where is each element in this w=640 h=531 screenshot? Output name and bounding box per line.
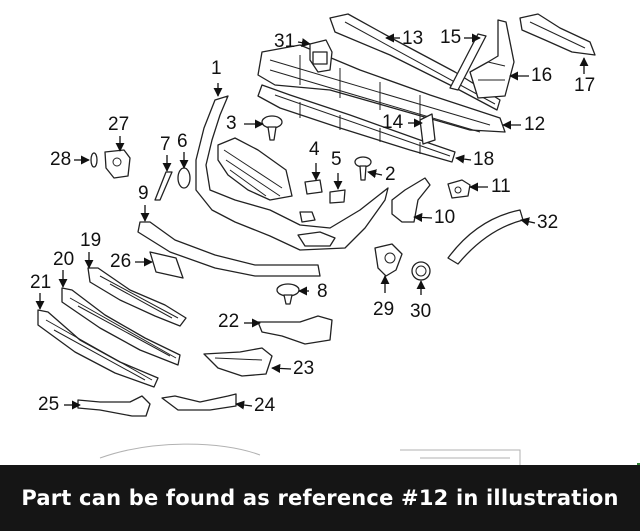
callout-32: 32 [537, 212, 558, 233]
part-29-sensor [374, 243, 403, 277]
callout-20: 20 [53, 249, 74, 270]
part-26-pad [149, 251, 184, 279]
callout-26: 26 [110, 251, 131, 272]
leader-lines [35, 33, 589, 410]
callout-18: 18 [473, 149, 494, 170]
callout-15: 15 [440, 27, 461, 48]
callout-24: 24 [254, 395, 276, 416]
callout-17: 17 [574, 75, 595, 96]
part-7-strip [154, 171, 173, 201]
part-23-trim [203, 347, 273, 377]
caption-bar: Part can be found as reference #12 in il… [0, 465, 640, 531]
caption-text: Part can be found as reference #12 in il… [21, 486, 619, 510]
part-27-sensor-housing [104, 149, 131, 179]
callout-23: 23 [293, 358, 314, 379]
part-18-absorber [257, 84, 456, 163]
callout-8: 8 [317, 281, 328, 302]
callout-21: 21 [30, 272, 51, 293]
callout-labels: 1 2 3 4 5 6 7 8 9 10 11 12 13 14 15 16 1… [30, 27, 595, 416]
part-16-mount-bracket [469, 19, 515, 99]
part-14-bracket [419, 113, 436, 145]
part-24-trim-strip [161, 393, 237, 411]
partial-artwork [99, 443, 521, 465]
callout-29: 29 [373, 299, 394, 320]
callout-22: 22 [218, 311, 239, 332]
part-1-bumper-cover [195, 95, 389, 251]
callout-14: 14 [382, 112, 404, 133]
part-15-rod [449, 33, 487, 91]
callout-30: 30 [410, 301, 431, 322]
part-2-screw [354, 156, 372, 181]
parts-diagram: 1 2 3 4 5 6 7 8 9 10 11 12 13 14 15 16 1… [30, 13, 596, 465]
callout-25: 25 [38, 394, 59, 415]
part-6-plug [177, 167, 191, 189]
part-4-cover-cap [304, 179, 323, 195]
callout-7: 7 [160, 134, 171, 155]
part-25-trim-strip [77, 395, 151, 417]
part-10-side-bracket [391, 177, 431, 223]
part-28-ring [90, 152, 98, 168]
callout-1: 1 [211, 58, 222, 79]
callout-12: 12 [524, 114, 545, 135]
callout-16: 16 [531, 65, 552, 86]
callout-5: 5 [331, 149, 342, 170]
part-5-cover-cap [329, 189, 346, 204]
callout-31: 31 [274, 31, 295, 52]
callout-28: 28 [50, 149, 71, 170]
part-17-bracket [519, 13, 596, 56]
part-3-screw [261, 115, 283, 141]
part-32-arch-trim [447, 209, 524, 265]
part-8-screw [276, 283, 300, 305]
callout-10: 10 [434, 207, 455, 228]
callout-13: 13 [402, 28, 423, 49]
part-20-grille [61, 287, 181, 366]
part-9-spoiler [137, 221, 321, 277]
part-31-clip [309, 39, 333, 73]
callout-6: 6 [177, 131, 188, 152]
part-19-grille [87, 267, 187, 327]
part-22-bracket [257, 315, 333, 345]
callout-27: 27 [108, 114, 129, 135]
part-21-grille [37, 309, 159, 388]
callout-11: 11 [491, 176, 511, 197]
callout-9: 9 [138, 183, 149, 204]
part-30-grommet [411, 261, 431, 281]
callout-19: 19 [80, 230, 101, 251]
callout-4: 4 [309, 139, 320, 160]
callout-3: 3 [226, 113, 237, 134]
part-11-clip [447, 179, 471, 199]
callout-2: 2 [385, 164, 396, 185]
